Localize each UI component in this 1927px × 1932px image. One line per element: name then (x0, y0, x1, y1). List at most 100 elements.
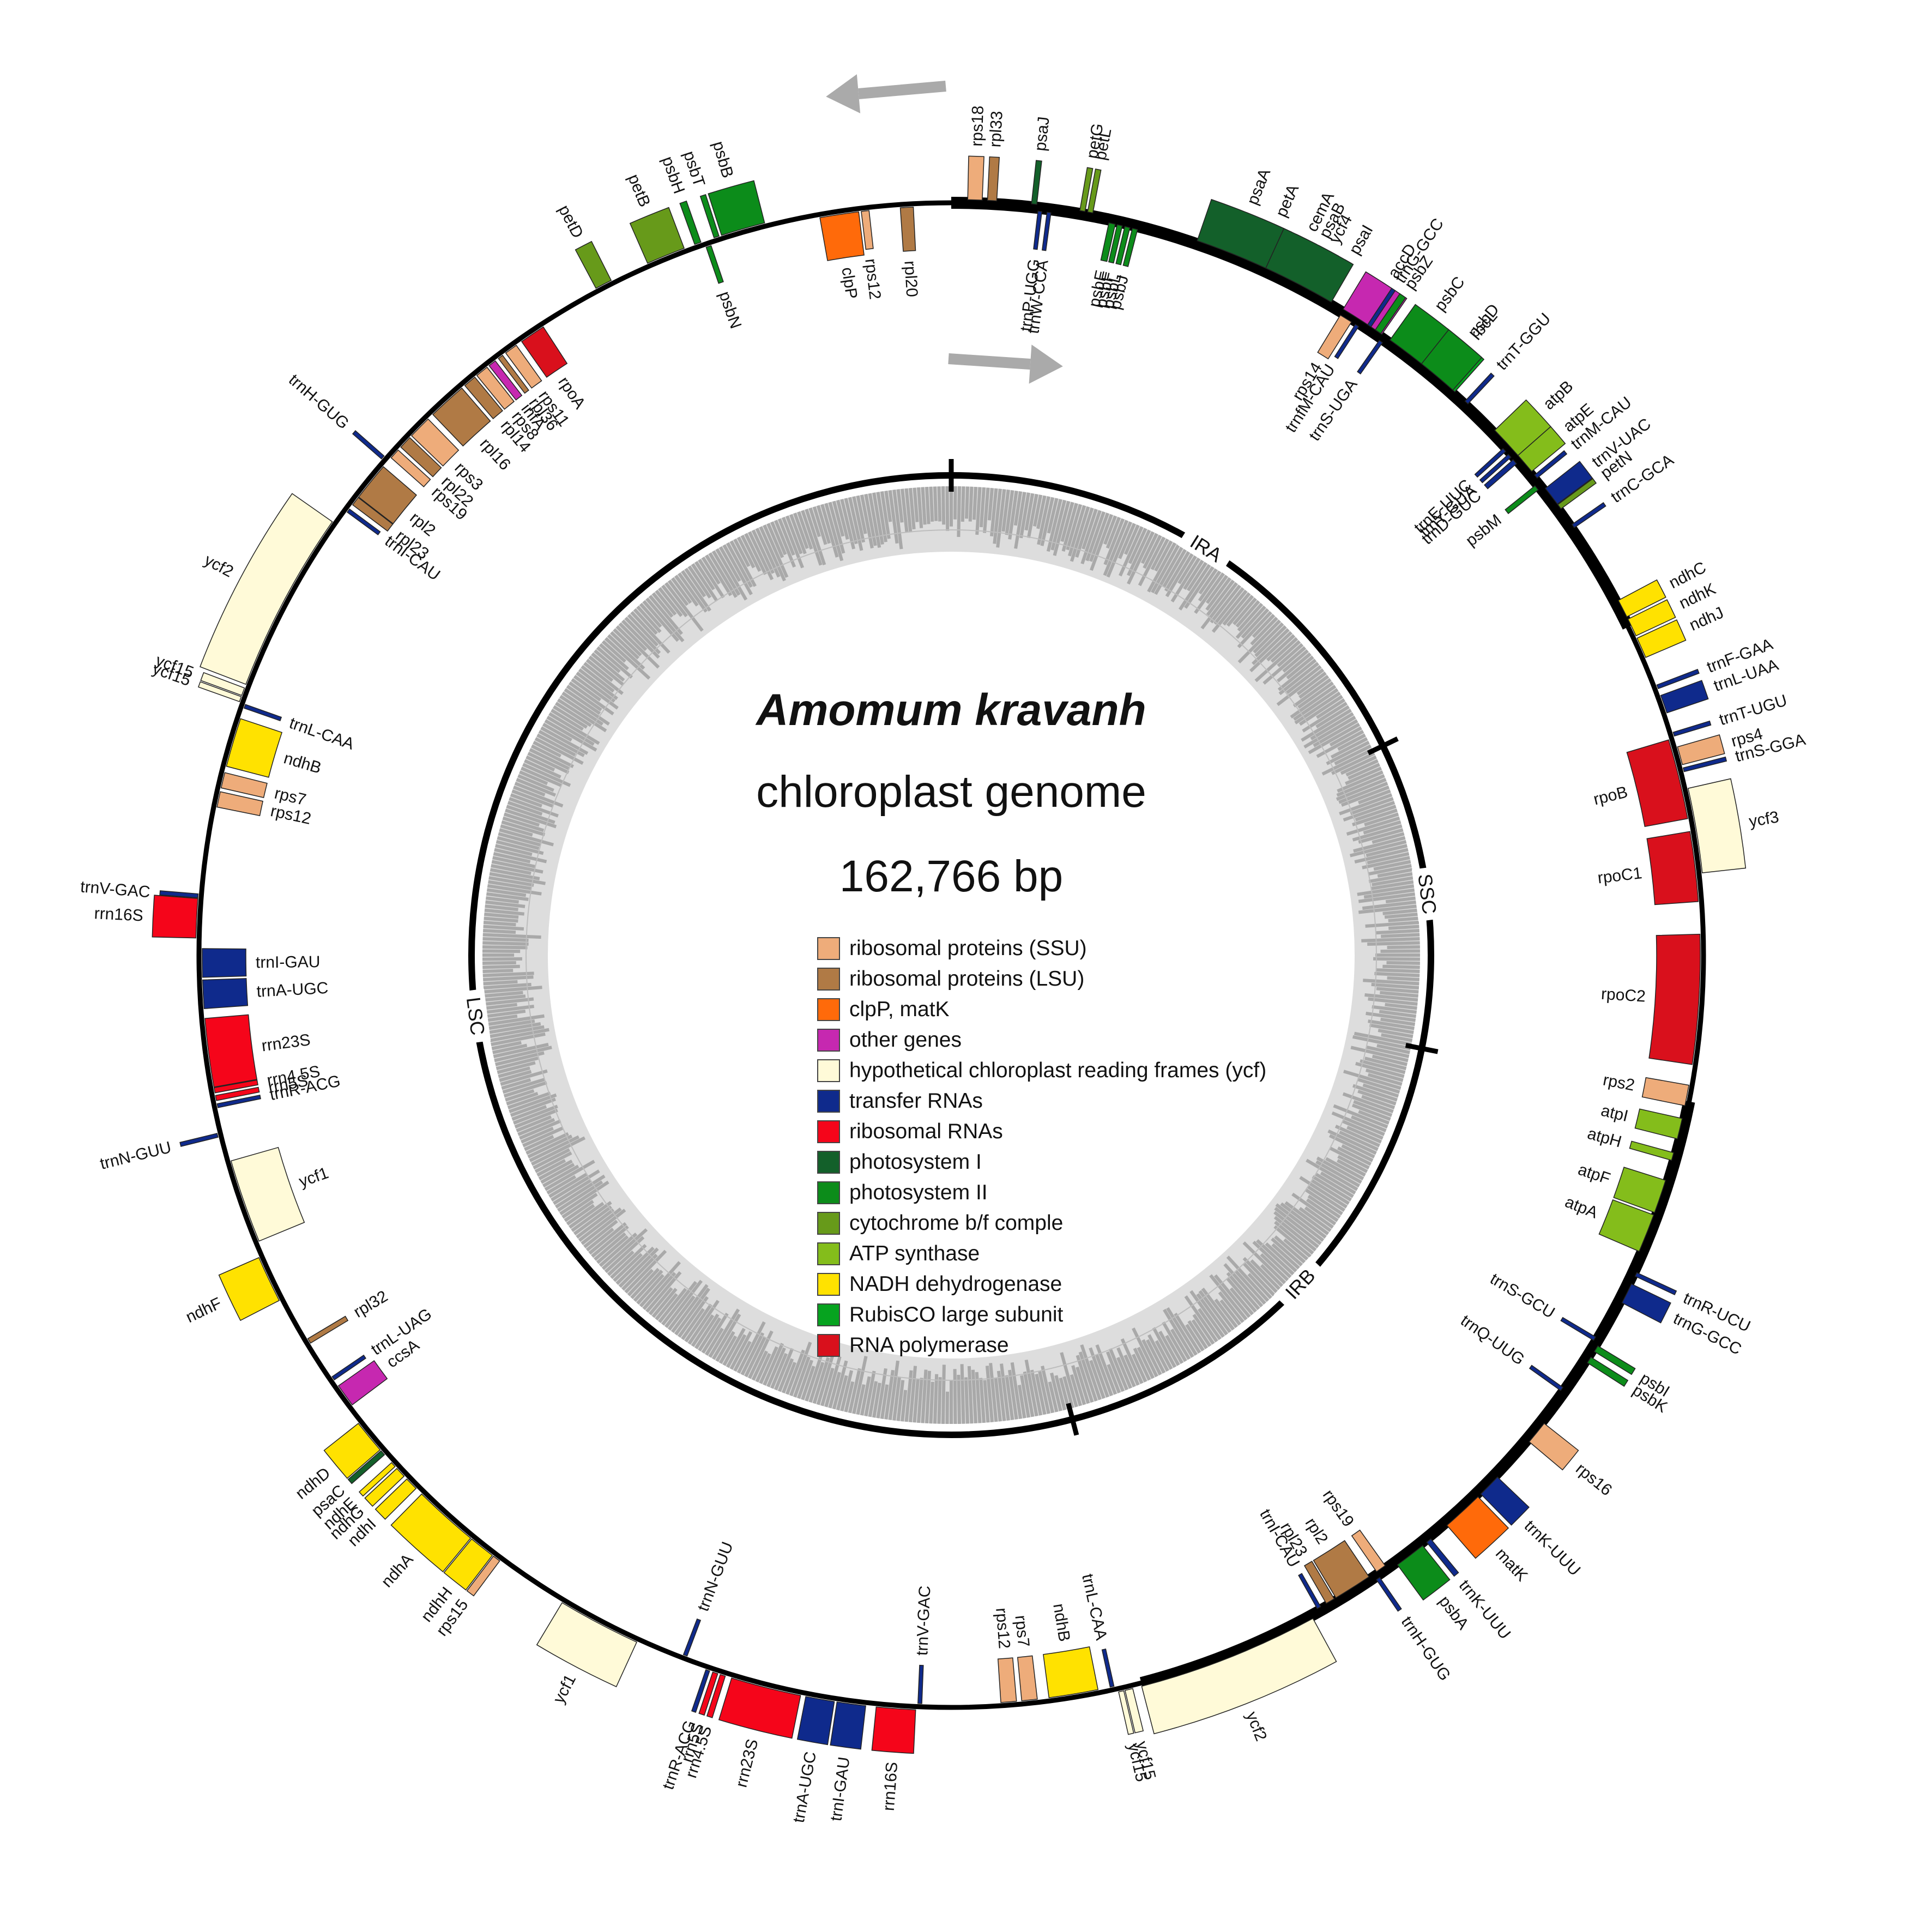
gene-trnl-uaa (1660, 680, 1709, 714)
gene-label: ndhB (282, 749, 324, 777)
gene-rps19 (1351, 1529, 1386, 1573)
gene-label: trnN-GUU (694, 1539, 736, 1614)
gene-trnk-uuu (1426, 1538, 1459, 1577)
gene-rrn5s (698, 1671, 718, 1716)
gene-label: rpl20 (901, 260, 921, 298)
legend-label-atp: ATP synthase (849, 1242, 980, 1265)
gene-rpob (1626, 739, 1688, 828)
gene-trnl-caa (1101, 1648, 1115, 1688)
gene-label: atpB (1540, 377, 1577, 413)
direction-arrow-shaft (948, 353, 1031, 370)
gene-trnh-gug (352, 430, 385, 460)
gene-ycf1 (230, 1146, 305, 1242)
gene-label: ycf3 (1748, 808, 1780, 831)
gene-label: petD (555, 202, 587, 241)
gene-label: rpoC2 (1600, 985, 1646, 1006)
gene-label: rps12 (861, 258, 884, 300)
gene-psab (1265, 228, 1354, 303)
gene-petg (1079, 167, 1094, 212)
gene-label: rps2 (1602, 1071, 1636, 1094)
legend-label-clp: clpP, matK (849, 998, 950, 1021)
gene-rpl32 (307, 1315, 349, 1344)
gene-psbk (1586, 1356, 1629, 1387)
gene-ndhk (1627, 599, 1676, 637)
gene-label: trnT-UGU (1717, 691, 1789, 729)
gene-label: trnN-GUU (98, 1138, 173, 1173)
gene-trnm-cau (1534, 450, 1568, 479)
legend-swatch-cyt (817, 1212, 840, 1235)
species-name: Amomum kravanh (755, 685, 1146, 735)
gene-label: trnH-GUG (1398, 1613, 1454, 1684)
gene-rpoc2 (1648, 933, 1701, 1065)
gc-midline (525, 529, 1377, 1381)
gene-trnd-guc (1484, 459, 1518, 490)
gene-ndhh (443, 1538, 493, 1591)
gene-rps4 (1677, 734, 1725, 765)
gene-rps7 (220, 772, 268, 799)
gene-rrn4-5s (706, 1674, 726, 1718)
region-boundary-tick (1367, 736, 1399, 756)
gene-psba (1397, 1545, 1451, 1601)
legend-label-lsu: ribosomal proteins (LSU) (849, 967, 1084, 991)
gene-trna-ugc (202, 978, 249, 1010)
gene-ccsa (337, 1360, 388, 1406)
legend-swatch-rrna (817, 1120, 840, 1143)
gene-label: trnK-UUU (1455, 1577, 1514, 1643)
gene-trnt-ugu (1672, 720, 1712, 737)
gene-ndhg (364, 1468, 405, 1507)
gene-ycf2 (200, 493, 333, 685)
gene-label: trnS-GCU (1487, 1270, 1558, 1322)
gene-psbl (1115, 226, 1131, 265)
gene-trnv-uac (1544, 461, 1593, 505)
gene-ycf15 (1118, 1690, 1134, 1735)
gene-trnr-ucu (1634, 1272, 1677, 1296)
gene-matk (1446, 1496, 1509, 1559)
gene-psac (347, 1450, 385, 1484)
legend: ribosomal proteins (SSU)ribosomal protei… (817, 937, 1266, 1357)
gene-label: ycf1 (549, 1671, 579, 1706)
gene-atpb (1494, 399, 1551, 456)
gene-psbc (1389, 304, 1449, 365)
gene-rrn23s (718, 1677, 801, 1739)
legend-label-ps1: photosystem I (849, 1150, 982, 1174)
gene-label: psaJ (1031, 116, 1053, 152)
gene-rps15 (466, 1555, 500, 1597)
gene-ndhb (1043, 1646, 1099, 1699)
direction-arrow-head (826, 74, 861, 113)
gene-trnt-ggu (1464, 372, 1495, 404)
gene-psbm (1505, 485, 1539, 515)
gene-rrn4-5s (213, 1079, 258, 1094)
gene-features (152, 155, 1747, 1754)
gene-ndhd (323, 1422, 381, 1479)
direction-arrow-shaft (858, 81, 946, 99)
genome-size: 162,766 bp (839, 852, 1063, 901)
gene-trnq-uug (1529, 1365, 1564, 1391)
gene-label: psaA (1243, 166, 1274, 208)
gene-trns-gcu (1560, 1317, 1597, 1341)
gene-atph (1629, 1140, 1675, 1161)
legend-swatch-oth (817, 1029, 840, 1052)
gene-psbf (1108, 224, 1123, 264)
gene-atpa (1598, 1199, 1654, 1252)
gene-label: psbC (1431, 273, 1469, 315)
gene-ycf3 (1687, 778, 1747, 873)
gene-trni-cau (346, 508, 381, 535)
genome-subtitle: chloroplast genome (756, 767, 1146, 817)
gene-label: ndhA (378, 1550, 416, 1591)
gene-psbt (699, 194, 720, 239)
gene-trnv-gac (917, 1664, 924, 1704)
gene-trnn-guu (179, 1133, 219, 1147)
gene-rps3 (410, 418, 460, 467)
inverted-repeat-segment (1139, 1100, 1695, 1689)
gene-rrn16s (871, 1706, 916, 1754)
gene-rpoc1 (1646, 831, 1699, 905)
region-label-bg (1177, 524, 1235, 573)
gene-rps7 (1017, 1655, 1038, 1701)
gene-rps19 (390, 449, 431, 487)
gene-rps12 (216, 791, 264, 817)
legend-swatch-ps2 (817, 1181, 840, 1204)
region-label-lsc: LSC (462, 996, 490, 1037)
gene-label: trnA-UGC (256, 979, 329, 1001)
gene-trne-uuc (1474, 448, 1507, 478)
gene-psbj (1122, 227, 1138, 267)
